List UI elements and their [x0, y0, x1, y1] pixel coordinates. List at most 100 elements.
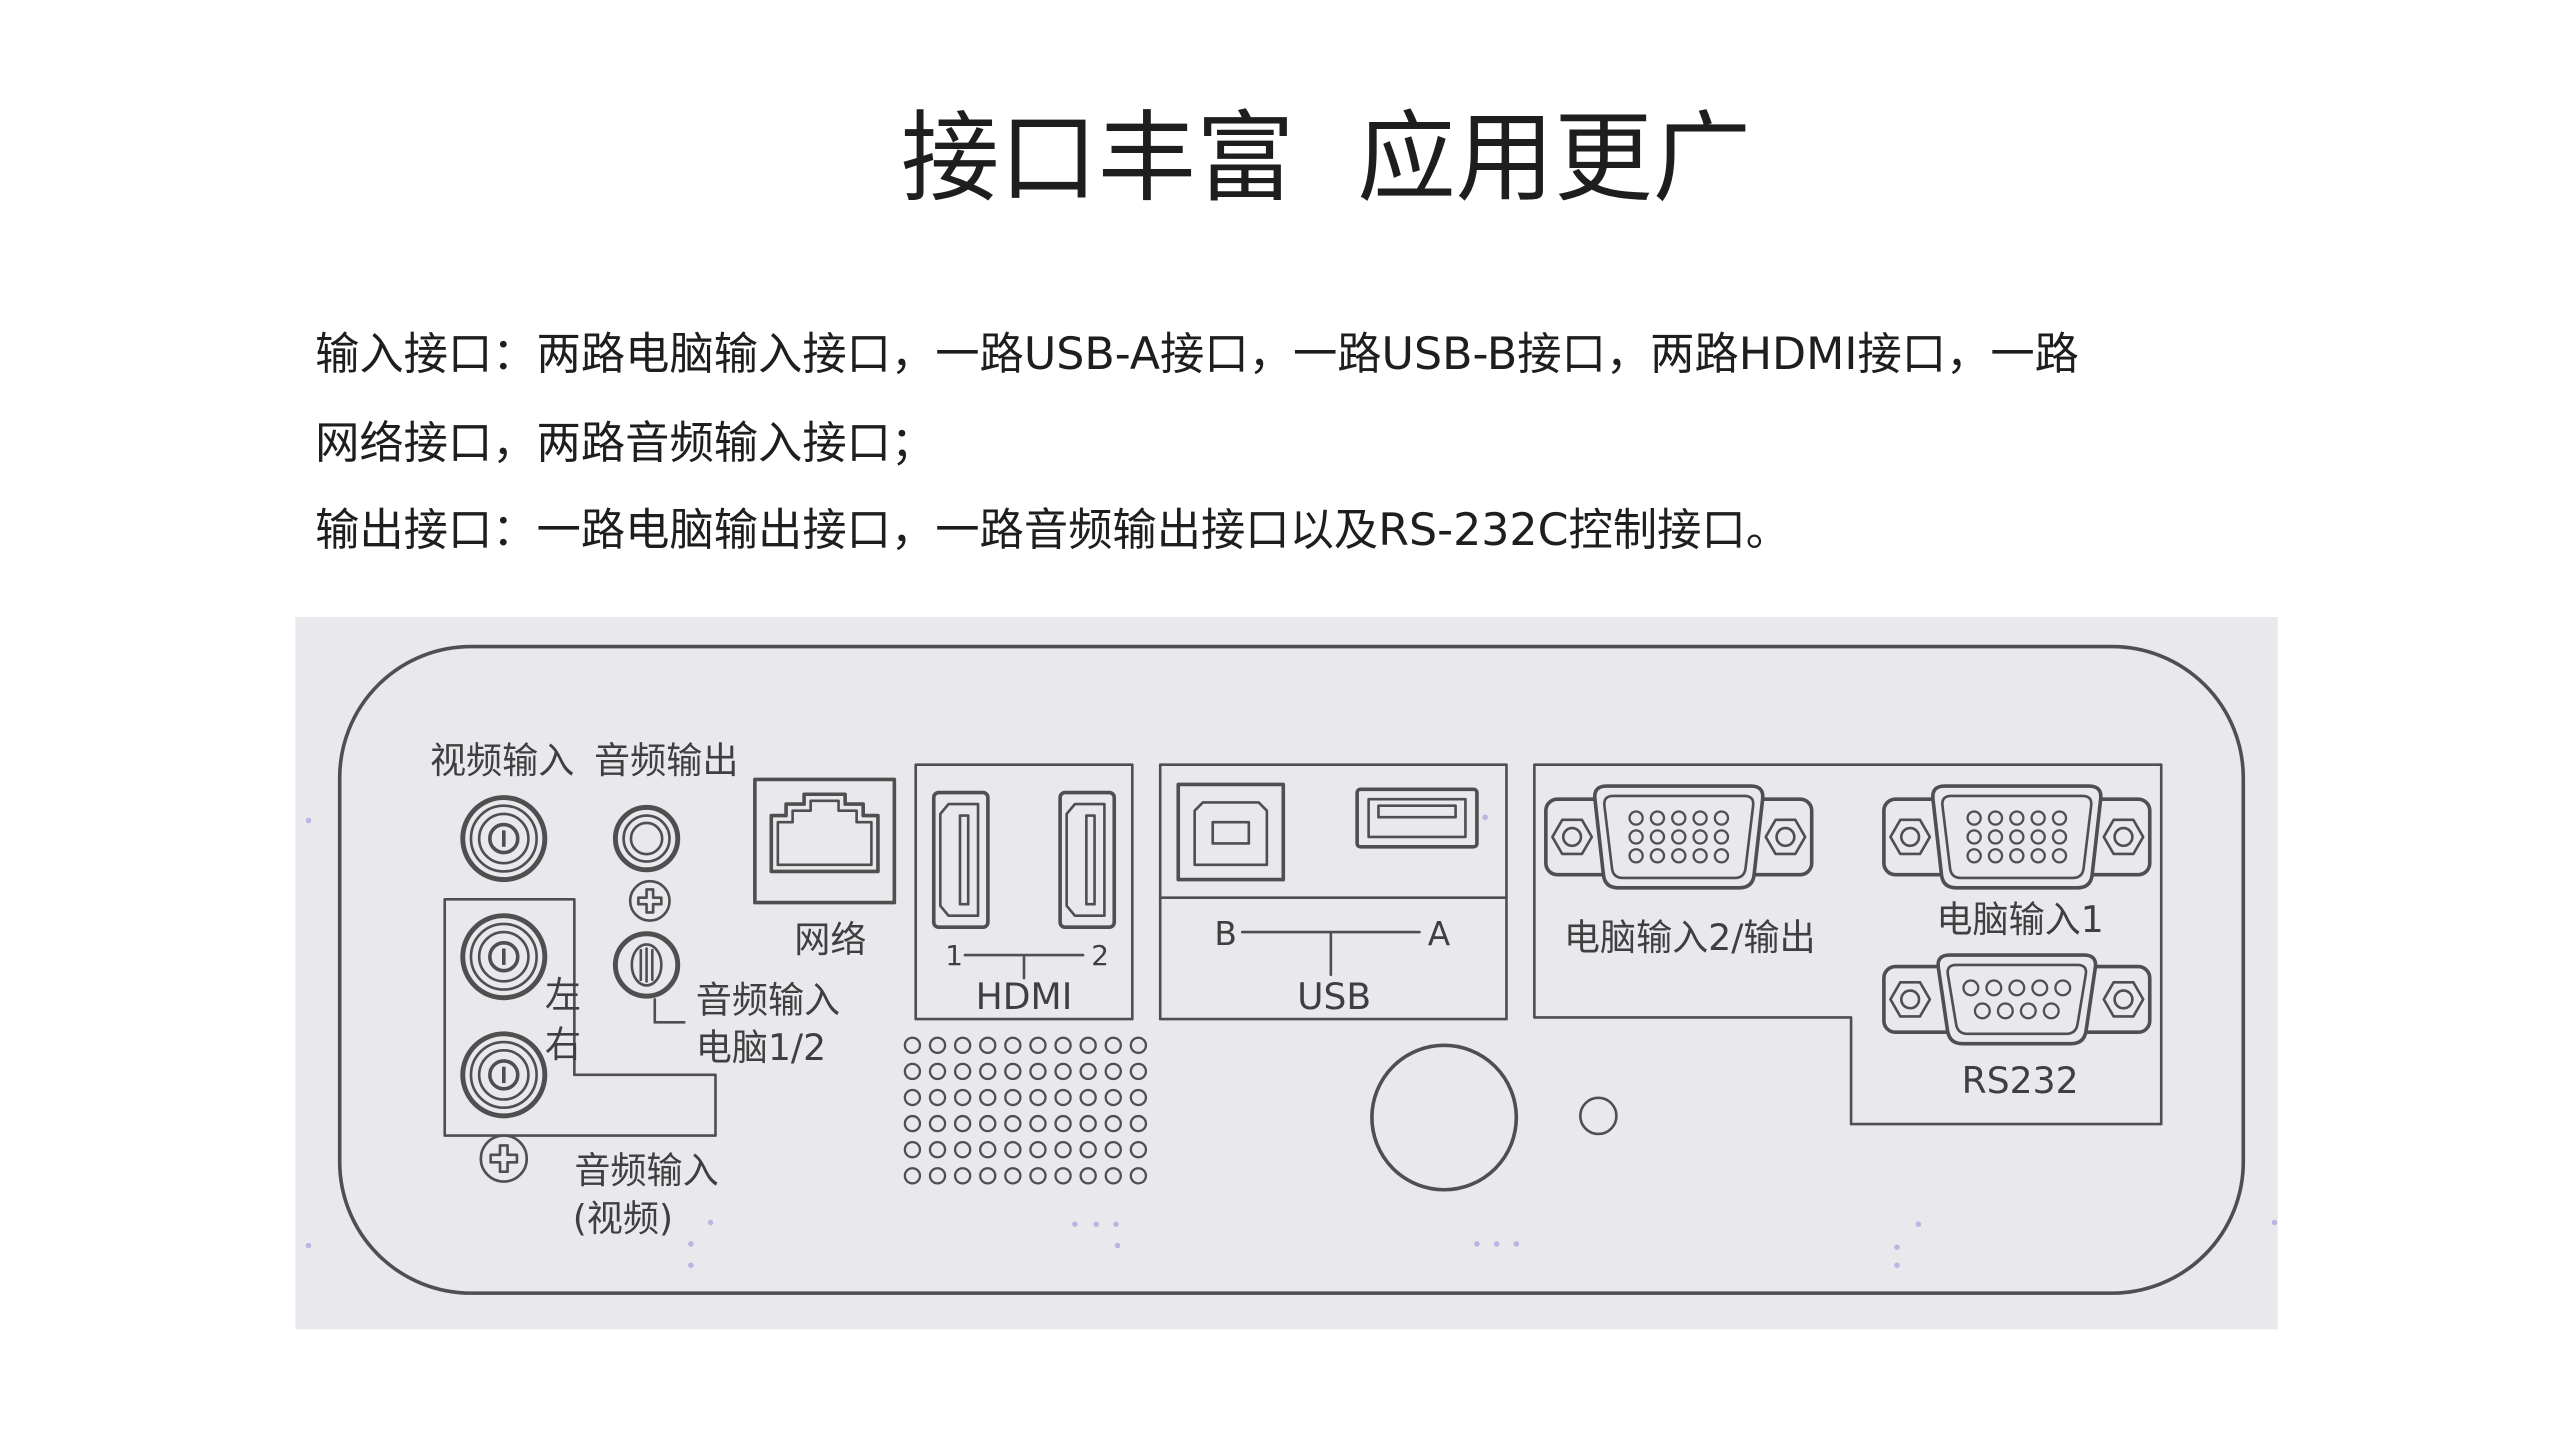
- screw-hole-icon: [1899, 989, 1921, 1010]
- usb-a-port-icon: [1355, 787, 1479, 849]
- hex-screw-nut-icon: [1764, 818, 1807, 856]
- grille-hole: [1054, 1114, 1072, 1133]
- decor-dot: [1894, 1262, 1900, 1269]
- description-line: 网络接口，两路音频输入接口；: [315, 418, 935, 469]
- grille-hole: [1104, 1036, 1122, 1055]
- grille-hole: [1104, 1167, 1122, 1185]
- connector-pin: [1692, 848, 1708, 864]
- grille-hole: [953, 1036, 972, 1055]
- connector-pin: [1628, 810, 1644, 826]
- hex-screw-nut-icon: [1551, 818, 1594, 856]
- connector-pin: [1987, 848, 2004, 864]
- connector-shell-inner: [1946, 963, 2088, 1036]
- decor-dot: [1072, 1221, 1078, 1227]
- jack-center: [630, 943, 663, 987]
- rj45-frame: [753, 777, 897, 905]
- hex-screw-nut-icon: [2102, 981, 2145, 1018]
- audio-in-left-rca-jack-icon: [460, 913, 548, 1001]
- grille-hole: [1104, 1088, 1122, 1107]
- grille-hole: [1129, 1114, 1148, 1133]
- grille-hole: [1029, 1114, 1047, 1133]
- jack-ring: [622, 814, 671, 863]
- jack-ring: [477, 930, 530, 983]
- jack-center: [488, 822, 520, 855]
- grille-hole: [953, 1088, 972, 1107]
- connector-pin: [2054, 979, 2072, 997]
- hdmi-frame: [914, 763, 1134, 1021]
- grille-hole: [1129, 1141, 1148, 1159]
- vga-port-icon: [1882, 784, 2152, 890]
- connector-pin: [2042, 1002, 2060, 1020]
- page-title: 接口丰富 应用更广: [901, 102, 1751, 216]
- vga-serial-frame: [1533, 763, 2163, 1126]
- grille-hole: [979, 1114, 997, 1133]
- jack-center: [488, 1059, 520, 1091]
- connector-pin: [1713, 829, 1730, 845]
- jack-ring: [469, 1040, 538, 1110]
- screw-hole-icon: [2113, 989, 2134, 1010]
- decor-dot: [1894, 1244, 1900, 1250]
- pc-audio-in-leader-line: [653, 998, 686, 1024]
- connector-pin: [2030, 848, 2046, 864]
- description-line: 输出接口：一路电脑输出接口，一路音频输出接口以及RS-232C控制接口。: [315, 505, 1790, 556]
- jack-center: [629, 821, 664, 856]
- rj45-socket-inner: [776, 799, 873, 867]
- grille-hole: [903, 1114, 922, 1133]
- jack-outer-ring: [612, 931, 681, 999]
- grille-hole: [953, 1141, 972, 1159]
- connector-pin: [2008, 979, 2026, 997]
- jack-outer-ring: [460, 913, 548, 1001]
- usb-a-label: A: [1428, 915, 1451, 953]
- hdmi-port-socket: [1065, 802, 1106, 918]
- grille-hole: [1054, 1036, 1072, 1055]
- screw-hole-icon: [1775, 826, 1796, 848]
- grille-hole: [1079, 1062, 1097, 1081]
- connector-pin: [1692, 829, 1708, 845]
- lens-opening: [1370, 1043, 1519, 1192]
- hex-screw-nut-icon: [1889, 981, 1932, 1018]
- connector-pin: [2019, 1002, 2037, 1020]
- grille-hole: [928, 1114, 947, 1133]
- connector-pin: [1671, 810, 1687, 826]
- usb-b-port-icon: [1176, 782, 1286, 882]
- grille-hole: [1129, 1167, 1148, 1185]
- grille-hole: [953, 1062, 972, 1081]
- hdmi-port-2-label: 2: [1091, 939, 1109, 972]
- connector-pin: [2009, 848, 2025, 864]
- right-channel-label: 右: [545, 1023, 581, 1066]
- grille-hole: [953, 1167, 972, 1185]
- grille-hole: [928, 1088, 947, 1107]
- vga-port-icon: [1544, 784, 1814, 890]
- connector-pin: [1649, 810, 1666, 826]
- grille-hole: [1054, 1167, 1072, 1185]
- connector-pin: [1713, 848, 1730, 864]
- vga-serial-section: 电脑输入2/输出 电脑输入1 RS232: [1533, 763, 2163, 1126]
- grille-hole: [903, 1036, 922, 1055]
- audio-in-right-rca-jack-icon: [460, 1031, 548, 1119]
- grille-hole: [1029, 1062, 1047, 1081]
- pc-input-1-label: 电脑输入1: [1936, 898, 2103, 941]
- connector-pin: [2030, 810, 2046, 826]
- grille-hole: [1104, 1114, 1122, 1133]
- grille-hole: [1129, 1088, 1148, 1107]
- connector-pin: [1966, 810, 1982, 826]
- screw-head: [628, 879, 671, 922]
- audio-in-bracket: [443, 897, 717, 1137]
- hdmi-port-2-icon: [1058, 790, 1117, 929]
- jack-ring: [477, 1048, 530, 1101]
- grille-hole: [1004, 1167, 1022, 1185]
- screw-head: [479, 1134, 529, 1183]
- decor-dot: [305, 1242, 312, 1249]
- grille-hole: [1054, 1141, 1072, 1159]
- grille-hole: [979, 1088, 997, 1107]
- decor-dot: [1513, 1241, 1520, 1247]
- screw-hole-icon: [1561, 826, 1583, 848]
- decor-dot: [707, 1219, 714, 1226]
- interface-description: 输入接口：两路电脑输入接口，一路USB-A接口，一路USB-B接口，两路HDMI…: [315, 329, 2079, 556]
- grille-hole: [928, 1141, 947, 1159]
- connector-pin: [2009, 829, 2025, 845]
- grille-hole: [1079, 1167, 1097, 1185]
- connector-pin: [2030, 829, 2046, 845]
- db9-port-icon: [1882, 953, 2152, 1046]
